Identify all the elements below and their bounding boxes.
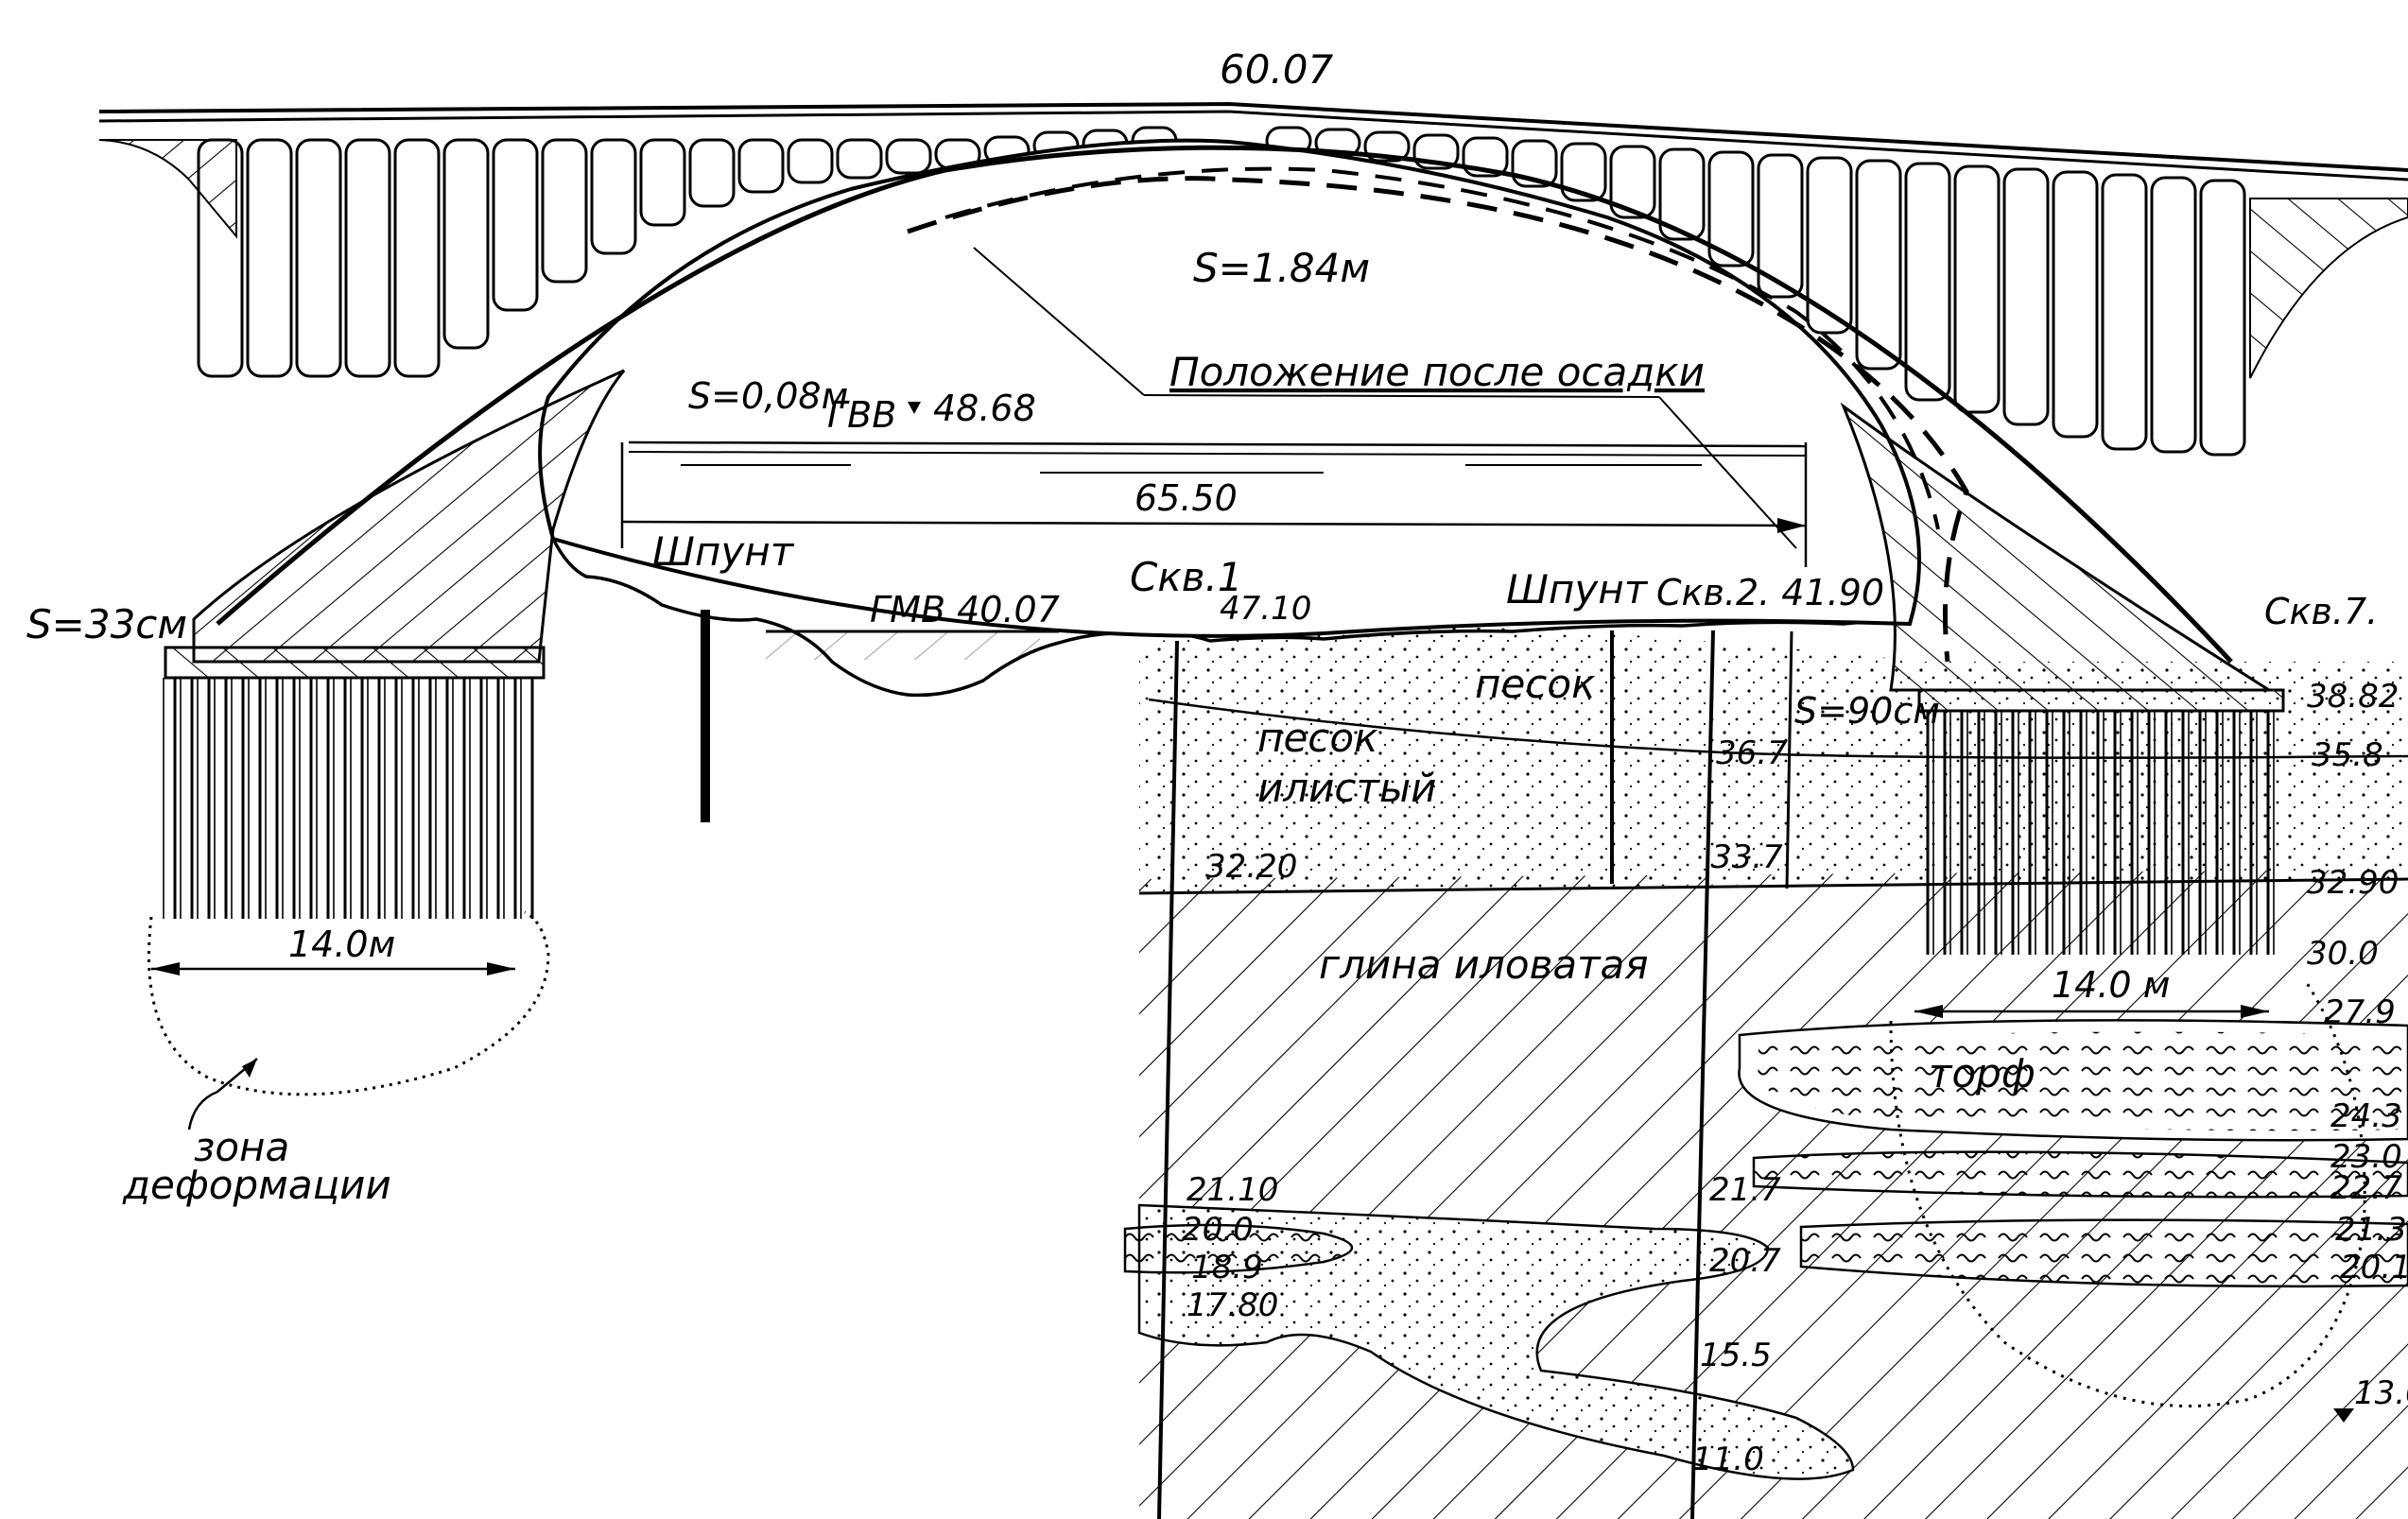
deformation-zone-label-2: деформации [122,1162,391,1208]
position-leader-2 [1143,394,1660,398]
right-cap [1917,688,2285,713]
span-arrow [1777,518,1806,533]
elev-23-0: 23.0 [2330,1138,2402,1176]
sheet-pile-right-label: Шпунт [1506,566,1649,613]
span-width-label: 65.50 [1135,477,1238,519]
left-width-arrow-l [151,962,180,975]
elev-24-3: 24.3 [2330,1097,2402,1135]
left-width-label: 14.0м [288,923,395,965]
elev-13-0-triangle [2333,1408,2354,1423]
elev-21-3: 21.3 [2335,1211,2407,1249]
elev-32-20: 32.20 [1205,848,1297,886]
elev-20-7: 20.7 [1709,1242,1781,1280]
left-piles [161,678,534,919]
borehole-7-label: Скв.7. [2264,591,2378,632]
sheet-pile-left [701,610,710,822]
borehole-2-line [1690,630,1715,1519]
left-zone-leader [187,1058,258,1131]
sand-label: песок [1475,661,1596,707]
elev-22-7: 22.7 [2330,1169,2402,1207]
peat-lens-left [1123,1223,1354,1274]
right-width-arrow-l [1914,1005,1943,1018]
elev-21-7: 21.7 [1709,1171,1781,1209]
elev-35-8: 35.8 [2312,736,2383,774]
elev-21-10: 21.10 [1187,1171,1278,1209]
elev-30-0: 30.0 [2307,935,2379,973]
left-cap [164,646,546,680]
position-after-settlement-label: Положение после осадки [1169,349,1705,395]
borehole-2-label: Скв.2. 41.90 [1656,572,1884,613]
arch-haunch-left [192,369,626,664]
sand-lens-lower-dots [1137,1203,1855,1480]
borehole-1-label: Скв.1 [1130,554,1243,600]
elev-32-90: 32.90 [2307,864,2399,902]
right-width-label: 14.0 м [2052,964,2170,1006]
borehole-1-elev-label: 47.10 [1220,590,1311,628]
settlement-right-found-label: S=90см [1794,690,1940,732]
right-foundation [1889,688,2366,1407]
vertical-panels-left [197,126,1178,378]
roadway-line-lower [98,110,2408,181]
peat-label: торф [1929,1050,2036,1096]
settlement-crown-label: S=1.84м [1193,245,1370,291]
left-foundation [147,646,550,1131]
elev-33-7: 33.7 [1711,838,1783,876]
water-surface-line-2 [628,451,1807,457]
slope-left [98,139,237,239]
settlement-left-found-label: S=33см [26,601,187,647]
elev-15-5: 15.5 [1700,1337,1772,1374]
arch-ring [216,145,2233,664]
high-water-zone [620,402,1808,567]
elev-17-80: 17.80 [1187,1286,1278,1324]
roadway-line [98,101,2408,172]
high-water-level-label: ГВВ [827,394,896,436]
high-water-value-label: 48.68 [933,388,1036,429]
arch-haunch-right [1840,402,2275,692]
soil-layers [1123,627,2408,1519]
water-surface-line [628,440,1807,448]
span-dimension-line [621,520,1807,527]
peat-lens-lower [1799,1218,2408,1288]
left-deformation-zone [147,910,550,1096]
low-water-body [766,631,1040,660]
position-leader-3 [1658,396,1797,549]
water-level-triangle [908,402,921,414]
top-elevation-label: 60.07 [1220,46,1334,93]
silty-sand-label-2: илистый [1257,765,1436,811]
deformation-zone-label-1: зона [194,1124,289,1170]
elev-20-0: 20.0 [1182,1211,1254,1249]
arch-ring-after-settlement [907,176,1969,663]
elevation-markers: 32.20 21.10 20.0 18.9 17.80 36.7 33.7 21… [1182,678,2408,1478]
arch-ring-after-settlement-2 [944,166,1940,530]
elev-18-9: 18.9 [1191,1249,1263,1286]
right-piles [1919,711,2283,955]
slope-right [2249,198,2408,379]
labels: 60.07 S=1.84м Положение после осадки S=0… [26,46,2378,1208]
peat-lens-upper-waves [1758,1031,2401,1131]
silty-sand-label-1: песок [1257,715,1378,761]
left-zone-arrowhead [242,1059,257,1078]
arch-opening [538,138,1921,638]
borehole-1-line [1157,640,1179,1519]
boreholes [1157,630,1793,1519]
elev-38-82: 38.82 [2307,678,2399,716]
sheet-pile-left-label: Шпунт [652,528,795,575]
elev-11-0: 11.0 [1692,1441,1764,1478]
trestle-frame [98,101,2408,457]
vertical-panels-right [1265,126,2246,457]
peat-lens-middle [1752,1150,2408,1199]
right-width-arrow-r [2241,1005,2269,1018]
settlement-left-support-label: S=0,08м [688,375,848,417]
elev-27-9: 27.9 [2324,993,2396,1031]
elev-20-1: 20.1 [2340,1249,2408,1286]
position-leader-1 [973,247,1145,396]
borehole-2c-line [1785,630,1793,889]
silty-clay-label: глина иловатая [1319,941,1649,988]
left-width-arrow-r [487,962,515,975]
elev-13-0: 13.0 [2354,1374,2408,1412]
elev-36-7: 36.7 [1716,734,1788,772]
low-water-level-label: ГМВ 40.07 [870,589,1060,630]
